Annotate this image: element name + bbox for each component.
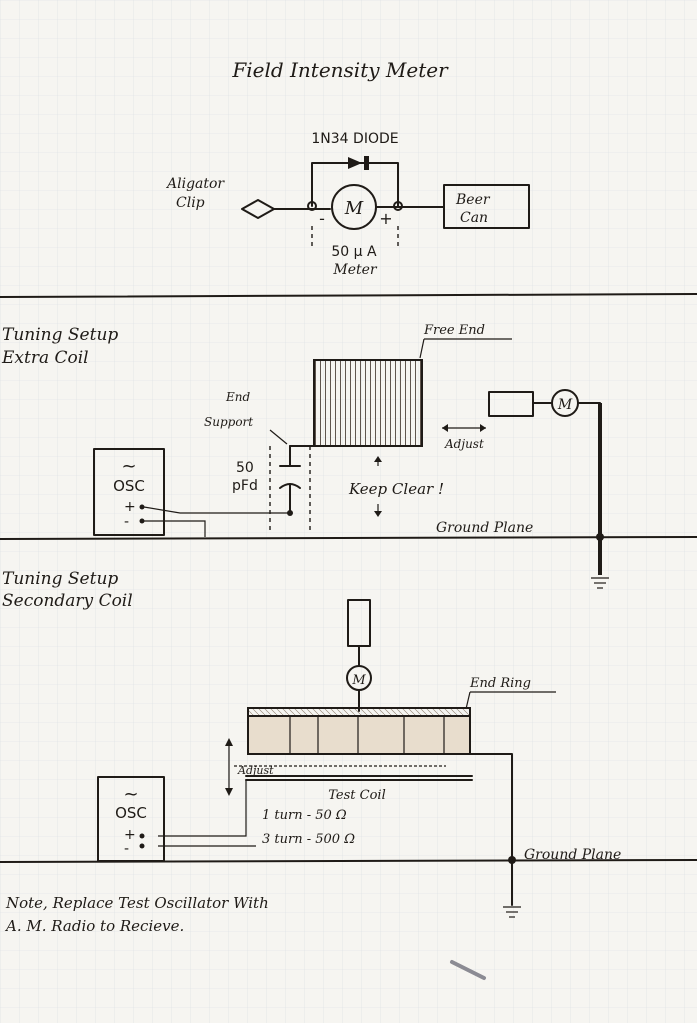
- secondary-heading-1: Tuning Setup: [2, 569, 118, 589]
- meter-circuit: 1N34 DIODE Aligator Clip M - + 50 µ A Me…: [165, 131, 530, 278]
- clip-label-1: Aligator: [165, 176, 225, 192]
- section-divider-1: [0, 293, 697, 298]
- adjust-label: Adjust: [444, 437, 484, 451]
- meter-plus: +: [379, 209, 392, 228]
- meter-label: Meter: [332, 262, 378, 278]
- end-ring-pointer: [465, 691, 471, 710]
- secondary-coil: [247, 715, 471, 755]
- sec-ground-plane-line: [0, 859, 697, 863]
- field-meter-symbol: M: [557, 397, 573, 413]
- beer-can-box: [443, 184, 530, 229]
- pencil-mark: [450, 960, 486, 980]
- free-end-pointer: [419, 338, 425, 359]
- sec-arrow-down-icon: [225, 788, 233, 796]
- arrow-down-icon: [374, 511, 382, 517]
- meter-minus: -: [319, 209, 325, 228]
- page-title: Field Intensity Meter: [231, 58, 449, 82]
- osc-terminal-minus: [139, 518, 145, 524]
- free-end-label: Free End: [423, 323, 485, 338]
- osc-ground-wire: [144, 520, 206, 537]
- meter-symbol: M: [344, 198, 364, 219]
- osc-minus: -: [124, 514, 129, 530]
- osc-signal-wire: [143, 506, 290, 514]
- arrow-up-icon: [374, 456, 382, 462]
- sec-osc-sine-icon: ~: [123, 784, 138, 805]
- sec-adjust-label: Adjust: [237, 764, 274, 777]
- keep-clear-label: Keep Clear !: [348, 480, 444, 498]
- turn-2-label: 3 turn - 500 Ω: [262, 832, 355, 847]
- end-support-pointer: [269, 429, 288, 445]
- end-ring: [247, 707, 471, 717]
- sec-osc-minus: -: [124, 841, 129, 857]
- osc-plus: +: [124, 499, 136, 515]
- osc-terminal-plus: [139, 504, 145, 510]
- diode-label: 1N34 DIODE: [311, 131, 398, 147]
- diode-cathode-band: [364, 156, 369, 170]
- arrow-left-icon: [442, 424, 448, 432]
- extra-coil: [313, 359, 423, 447]
- cap-value-2: pFd: [232, 478, 258, 494]
- secondary-heading-2: Secondary Coil: [2, 591, 133, 611]
- ground-plane-line: [0, 536, 697, 540]
- test-coil-lead-top: [158, 780, 247, 837]
- sec-osc-terminal-plus: [139, 833, 145, 839]
- ground-plane-label: Ground Plane: [436, 520, 533, 536]
- can-label-2: Can: [460, 210, 488, 226]
- note-line-2: A. M. Radio to Recieve.: [4, 917, 184, 935]
- secondary-coil-setup: Tuning Setup Secondary Coil M End Ring A…: [0, 569, 697, 918]
- sec-osc-plus: +: [124, 827, 136, 843]
- can-label-1: Beer: [455, 192, 491, 208]
- end-support-1: End: [225, 390, 250, 404]
- extra-heading-1: Tuning Setup: [2, 325, 118, 345]
- extra-coil-setup: Tuning Setup Extra Coil Free End End Sup…: [0, 323, 697, 589]
- oscillator-box: [93, 448, 165, 536]
- end-ring-label: End Ring: [469, 676, 531, 691]
- turn-1-label: 1 turn - 50 Ω: [262, 808, 347, 823]
- test-coil-label: Test Coil: [328, 788, 385, 803]
- sec-ground-plane-label: Ground Plane: [524, 847, 621, 863]
- note-line-1: Note, Replace Test Oscillator With: [5, 894, 269, 912]
- sec-arrow-up-icon: [225, 738, 233, 746]
- sec-osc-terminal-minus: [139, 843, 145, 849]
- coil-ground-lead: [469, 753, 513, 861]
- sec-meter-symbol: M: [351, 673, 366, 688]
- arrow-right-icon: [480, 424, 486, 432]
- meter-terminal-right: [393, 201, 403, 211]
- clip-label-2: Clip: [176, 195, 205, 211]
- end-support-2: Support: [204, 415, 253, 429]
- cap-value-1: 50: [236, 460, 254, 476]
- sec-osc-label: OSC: [115, 804, 147, 822]
- osc-label: OSC: [113, 477, 145, 495]
- meter-terminal-left: [307, 201, 317, 211]
- extra-heading-2: Extra Coil: [1, 348, 89, 368]
- diode-icon: [348, 157, 362, 169]
- osc-sine-icon: ~: [121, 456, 136, 477]
- meter-value: 50 µ A: [331, 244, 377, 260]
